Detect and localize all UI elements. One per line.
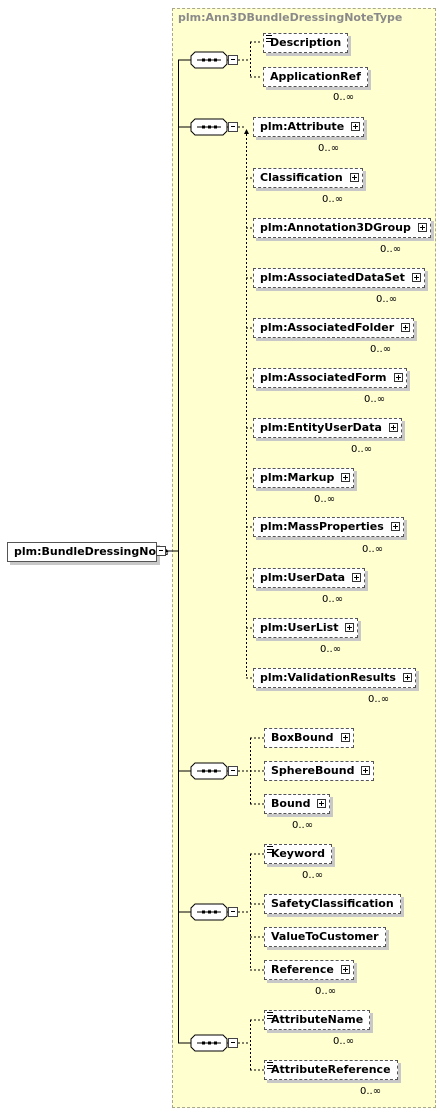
cardinality-label: 0..∞ bbox=[322, 194, 344, 205]
cardinality-label: 0..∞ bbox=[364, 394, 386, 405]
element-massproperties[interactable]: plm:MassProperties bbox=[253, 517, 404, 537]
cardinality-label: 0..∞ bbox=[315, 986, 337, 997]
element-associateddataset[interactable]: plm:AssociatedDataSet bbox=[253, 268, 425, 288]
expand-icon[interactable] bbox=[393, 373, 403, 382]
expand-icon[interactable] bbox=[402, 673, 412, 682]
expand-icon[interactable] bbox=[390, 522, 400, 531]
sequence-compositor-icon bbox=[190, 903, 228, 921]
collapse-sequence-icon[interactable] bbox=[228, 766, 238, 776]
root-element-box[interactable]: plm:BundleDressingNote bbox=[7, 542, 169, 562]
collapse-sequence-icon[interactable] bbox=[228, 1038, 238, 1048]
documentation-icon bbox=[267, 846, 273, 853]
documentation-icon bbox=[267, 1012, 273, 1019]
expand-icon[interactable] bbox=[417, 223, 427, 232]
element-safetyclassification[interactable]: SafetyClassification bbox=[264, 894, 401, 914]
documentation-icon bbox=[266, 35, 272, 42]
collapse-sequence-icon[interactable] bbox=[228, 122, 238, 132]
expand-icon[interactable] bbox=[341, 473, 351, 482]
cardinality-label: 0..∞ bbox=[320, 644, 342, 655]
expand-icon[interactable] bbox=[345, 623, 355, 632]
expand-icon[interactable] bbox=[349, 173, 359, 182]
cardinality-label: 0..∞ bbox=[333, 92, 355, 103]
expand-icon[interactable] bbox=[317, 799, 327, 808]
cardinality-label: 0..∞ bbox=[318, 143, 340, 154]
collapse-root-icon[interactable] bbox=[156, 546, 166, 556]
expand-icon[interactable] bbox=[401, 323, 411, 332]
cardinality-label: 0..∞ bbox=[292, 820, 314, 831]
expand-icon[interactable] bbox=[340, 965, 350, 974]
cardinality-label: 0..∞ bbox=[368, 694, 390, 705]
collapse-sequence-icon[interactable] bbox=[228, 55, 238, 65]
sequence-compositor-icon bbox=[190, 51, 228, 69]
element-attribute[interactable]: plm:Attribute bbox=[253, 117, 365, 137]
element-reference[interactable]: Reference bbox=[264, 960, 354, 980]
element-associatedfolder[interactable]: plm:AssociatedFolder bbox=[253, 318, 415, 338]
cardinality-label: 0..∞ bbox=[351, 444, 373, 455]
cardinality-label: 0..∞ bbox=[370, 344, 392, 355]
expand-icon[interactable] bbox=[351, 122, 361, 131]
element-spherebound[interactable]: SphereBound bbox=[264, 761, 375, 781]
cardinality-label: 0..∞ bbox=[333, 1036, 355, 1047]
element-markup[interactable]: plm:Markup bbox=[253, 468, 355, 488]
expand-icon[interactable] bbox=[411, 273, 421, 282]
sequence-compositor-icon bbox=[190, 1034, 228, 1052]
element-classification[interactable]: Classification bbox=[253, 168, 363, 188]
element-boxbound[interactable]: BoxBound bbox=[264, 728, 354, 748]
cardinality-label: 0..∞ bbox=[362, 544, 384, 555]
element-valuetocustomer[interactable]: ValueToCustomer bbox=[264, 927, 386, 947]
element-bound[interactable]: Bound bbox=[264, 794, 331, 814]
cardinality-label: 0..∞ bbox=[314, 494, 336, 505]
element-validationresults[interactable]: plm:ValidationResults bbox=[253, 668, 416, 688]
element-attributename[interactable]: AttributeName bbox=[264, 1010, 371, 1030]
element-description[interactable]: Description bbox=[263, 33, 349, 53]
cardinality-label: 0..∞ bbox=[376, 294, 398, 305]
cardinality-label: 0..∞ bbox=[302, 870, 324, 881]
complex-type-box bbox=[172, 8, 436, 1108]
element-annotation3dgroup[interactable]: plm:Annotation3DGroup bbox=[253, 218, 431, 238]
collapse-sequence-icon[interactable] bbox=[228, 907, 238, 917]
cardinality-label: 0..∞ bbox=[360, 1086, 382, 1097]
element-applicationref[interactable]: ApplicationRef bbox=[263, 67, 368, 87]
cardinality-label: 0..∞ bbox=[380, 244, 402, 255]
element-userdata[interactable]: plm:UserData bbox=[253, 568, 366, 588]
root-element-label: plm:BundleDressingNote bbox=[14, 545, 169, 558]
element-userlist[interactable]: plm:UserList bbox=[253, 618, 359, 638]
expand-icon[interactable] bbox=[340, 733, 350, 742]
element-associatedform[interactable]: plm:AssociatedForm bbox=[253, 368, 407, 388]
expand-icon[interactable] bbox=[352, 573, 362, 582]
element-keyword[interactable]: Keyword bbox=[264, 844, 332, 864]
cardinality-label: 0..∞ bbox=[322, 594, 344, 605]
expand-icon[interactable] bbox=[388, 423, 398, 432]
expand-icon[interactable] bbox=[361, 766, 371, 775]
type-name-label: plm:Ann3DBundleDressingNoteType bbox=[178, 11, 403, 24]
element-entityuserdata[interactable]: plm:EntityUserData bbox=[253, 418, 402, 438]
sequence-compositor-icon bbox=[190, 118, 228, 136]
element-attributereference[interactable]: AttributeReference bbox=[264, 1060, 398, 1080]
documentation-icon bbox=[267, 1062, 273, 1069]
sequence-compositor-icon bbox=[190, 762, 228, 780]
